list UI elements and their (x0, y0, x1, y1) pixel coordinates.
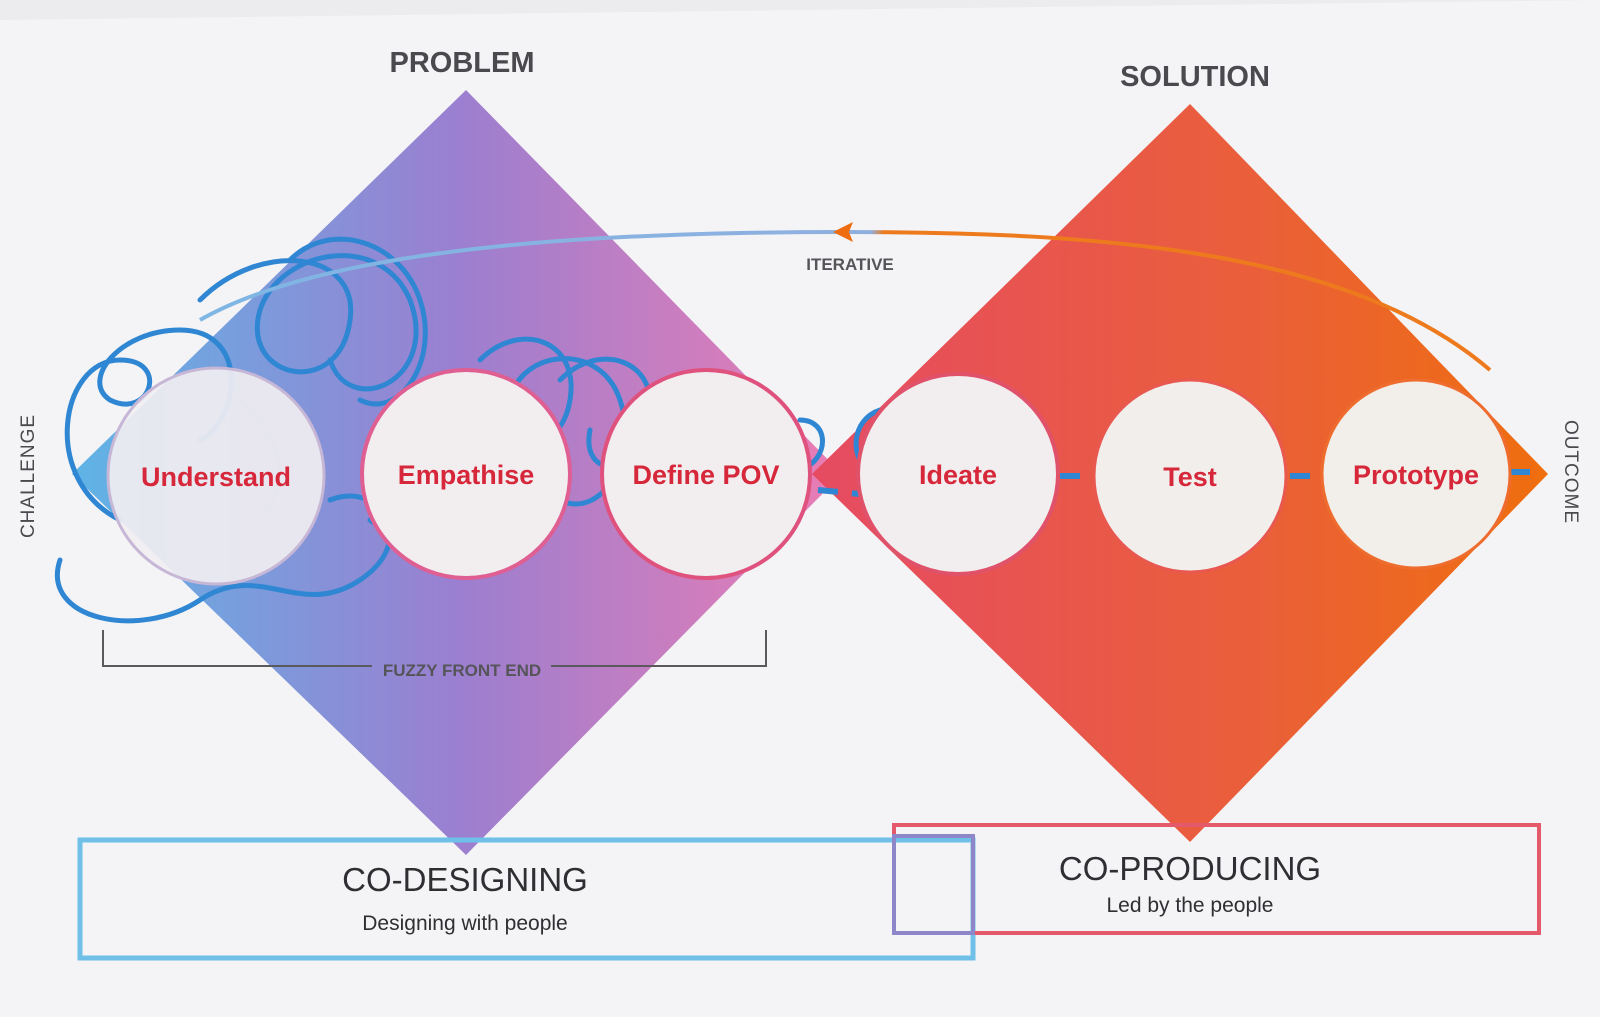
overlap-box (892, 834, 975, 935)
stage-label: Empathise (398, 460, 535, 490)
co-designing-subtitle: Designing with people (362, 912, 567, 935)
stage-circle (106, 366, 326, 586)
stage-test: Test (1092, 378, 1288, 574)
stage-define-pov: Define POV (600, 368, 812, 580)
stage-circle (856, 372, 1060, 576)
timeline-connector (817, 469, 1540, 497)
solution-heading: SOLUTION (1120, 61, 1270, 93)
stage-label: Prototype (1353, 460, 1479, 490)
problem-heading: PROBLEM (390, 47, 535, 79)
stage-circle (1320, 378, 1512, 570)
outcome-label: OUTCOME (1560, 420, 1581, 524)
stage-label: Understand (141, 462, 291, 492)
co-producing-title: CO-PRODUCING (1059, 850, 1321, 887)
stage-circle (600, 368, 812, 580)
fuzzy-front-end-label: FUZZY FRONT END (383, 661, 541, 680)
iterative-label: ITERATIVE (806, 255, 894, 274)
co-designing-title: CO-DESIGNING (342, 861, 588, 898)
stage-label: Test (1163, 462, 1217, 492)
fuzzy-front-end-bracket (102, 630, 767, 667)
stage-understand: Understand (106, 366, 326, 586)
stage-label: Ideate (919, 460, 997, 490)
challenge-label: CHALLENGE (18, 414, 39, 538)
stage-ideate: Ideate (856, 372, 1060, 576)
stage-empathise: Empathise (360, 368, 572, 580)
stage-circle (360, 368, 572, 580)
co-producing-subtitle: Led by the people (1107, 894, 1274, 917)
stage-circle (1092, 378, 1288, 574)
stage-label: Define POV (632, 460, 779, 490)
stage-prototype: Prototype (1320, 378, 1512, 570)
iterative-arrow-icon (833, 222, 853, 242)
